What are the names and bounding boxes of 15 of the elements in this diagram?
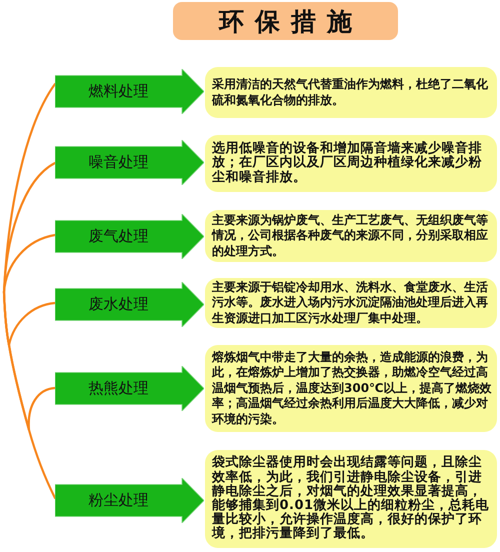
description-box: 熔炼烟气中带走了大量的余热，造成能源的浪费，为此，在熔炼炉上增加了热交换器，助燃冷空气经过高温烟气预热后，温度达到300℃以上，提高了燃烧效率；高温烟气经过余热利用后温度大大降低，减少对环境的污染。 xyxy=(205,345,497,432)
branch-line xyxy=(2,234,56,294)
block-arrow: 粉尘处理 xyxy=(55,478,204,522)
description-box: 选用低噪音的设备和增加隔音墙来减少噪音排放；在厂区内以及厂区周边种植绿化来减少粉尘和噪音排放。 xyxy=(205,135,497,192)
title-banner: 环保措施 xyxy=(173,2,398,40)
block-arrow: 废水处理 xyxy=(55,282,204,326)
branch-line xyxy=(2,290,56,500)
description-box: 主要来源为锅炉废气、生产工艺废气、无组织废气等情况，公司根据各种废气的来源不同，分别采取相应的处理方式。 xyxy=(205,210,497,262)
description-box: 采用清洁的天然气代替重油作为燃料，杜绝了二氧化硫和氮氧化合物的排放。 xyxy=(205,67,497,118)
description-box: 主要来源于铝锭冷却用水、洗料水、食堂废水、生活污水等。废水进入场内污水沉淀隔油池处理后进入再生资源进口加工区污水处理厂集中处理。 xyxy=(205,278,497,328)
block-arrow: 热熊处理 xyxy=(55,366,204,410)
block-arrow: 噪音处理 xyxy=(55,140,204,184)
block-arrow: 燃料处理 xyxy=(55,68,204,114)
block-arrow: 废气处理 xyxy=(55,214,204,258)
description-box: 袋式除尘器使用时会出现结露等问题，且除尘效率低，为此，我们引进静电除尘设备，引进静电除尘之后，对烟气的处理效果显著提高，能够捕集到0.01微米以上的细粒粉尘，总耗电量比较小，允许操作温度高，很好的保护了环境，把排污量降到了最低。 xyxy=(205,450,497,548)
